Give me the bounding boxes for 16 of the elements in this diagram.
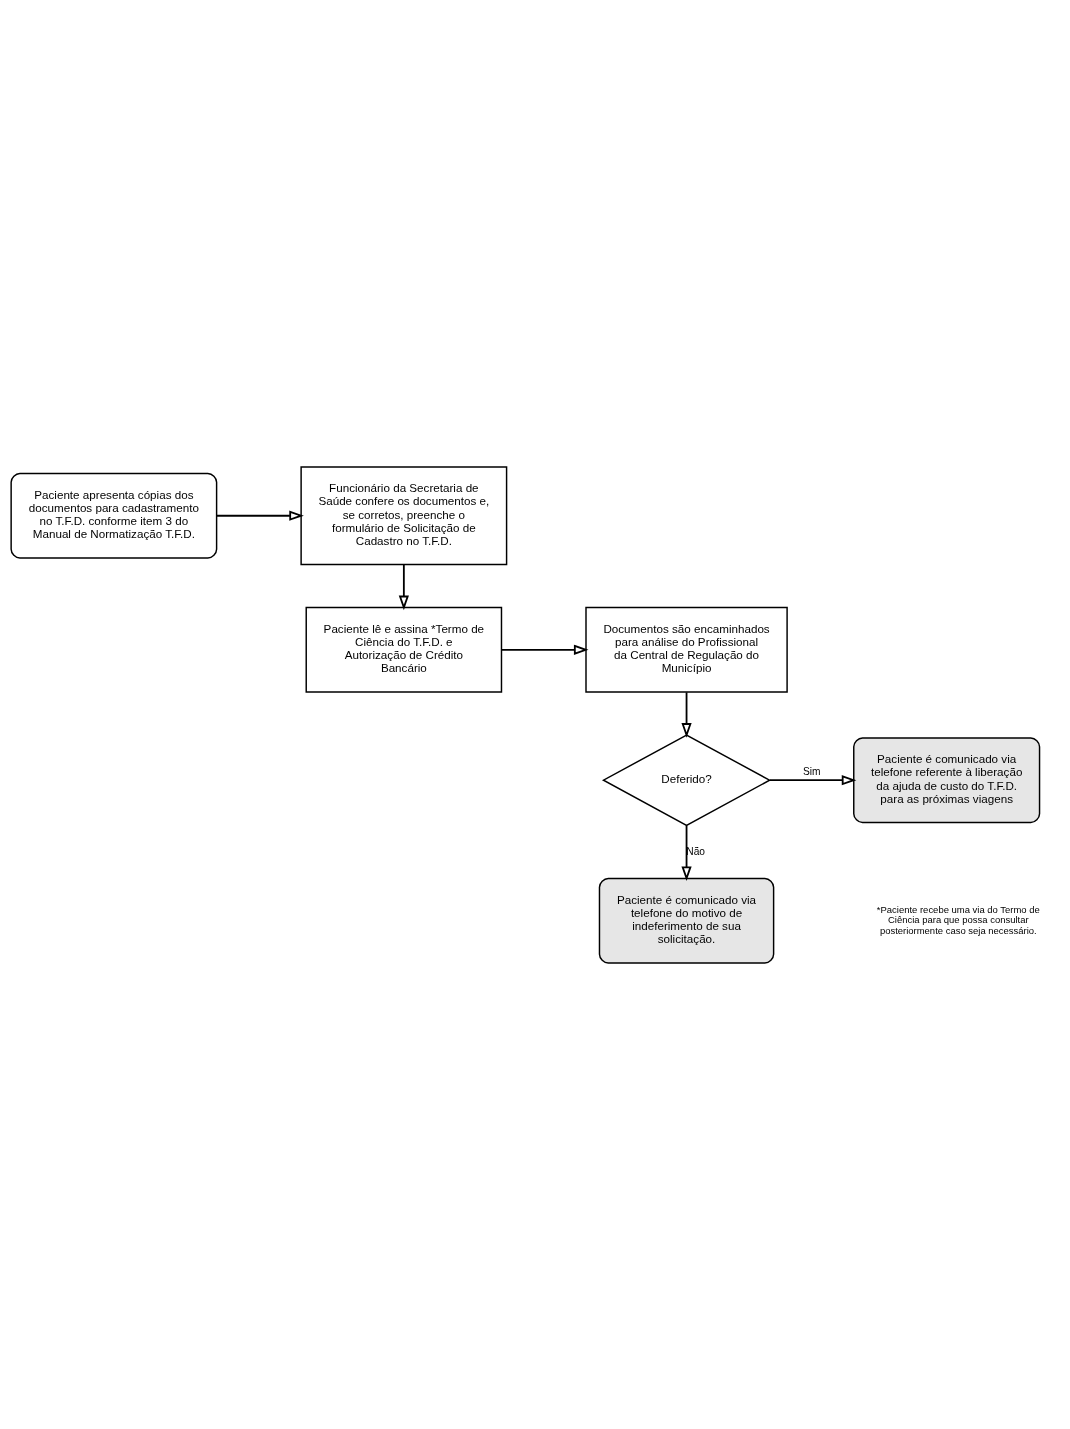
node-box: Funcionário da Secretaria de Saúde confere os documentos e, se corretos, preenche o formulário de Solicitação de Cadastro no T.F.D. — [300, 465, 508, 565]
arrow — [500, 644, 589, 655]
edge-label: Não — [686, 845, 706, 857]
node-box: Paciente apresenta cópias dos documentos para cadastramento no T.F.D. conforme item 3 do Manual de Normatização T.F.D. — [10, 472, 218, 559]
arrow — [215, 510, 304, 521]
node-box: Paciente é comunicado via telefone do motivo de indeferimento de sua solicitação. — [598, 877, 775, 964]
node-box: Paciente é comunicado via telefone referente à liberação da ajuda de custo do T.F.D. para as próximas viagens — [853, 736, 1041, 823]
arrow — [681, 824, 692, 881]
node-box: Paciente lê e assina *Termo de Ciência do T.F.D. e Autorização de Crédito Bancário — [305, 606, 503, 693]
arrow — [398, 563, 409, 610]
node-box: Documentos são encaminhados para análise do Profissional da Central de Regulação do Município — [585, 606, 788, 693]
arrow — [681, 691, 692, 738]
label: *Paciente recebe uma via do Termo de Ciência para que possa consultar posteriormente caso seja necessário. — [876, 903, 1040, 935]
node-diamond: Deferido? — [601, 733, 772, 826]
edge-label: Sim — [802, 765, 821, 777]
arrow — [769, 774, 857, 785]
